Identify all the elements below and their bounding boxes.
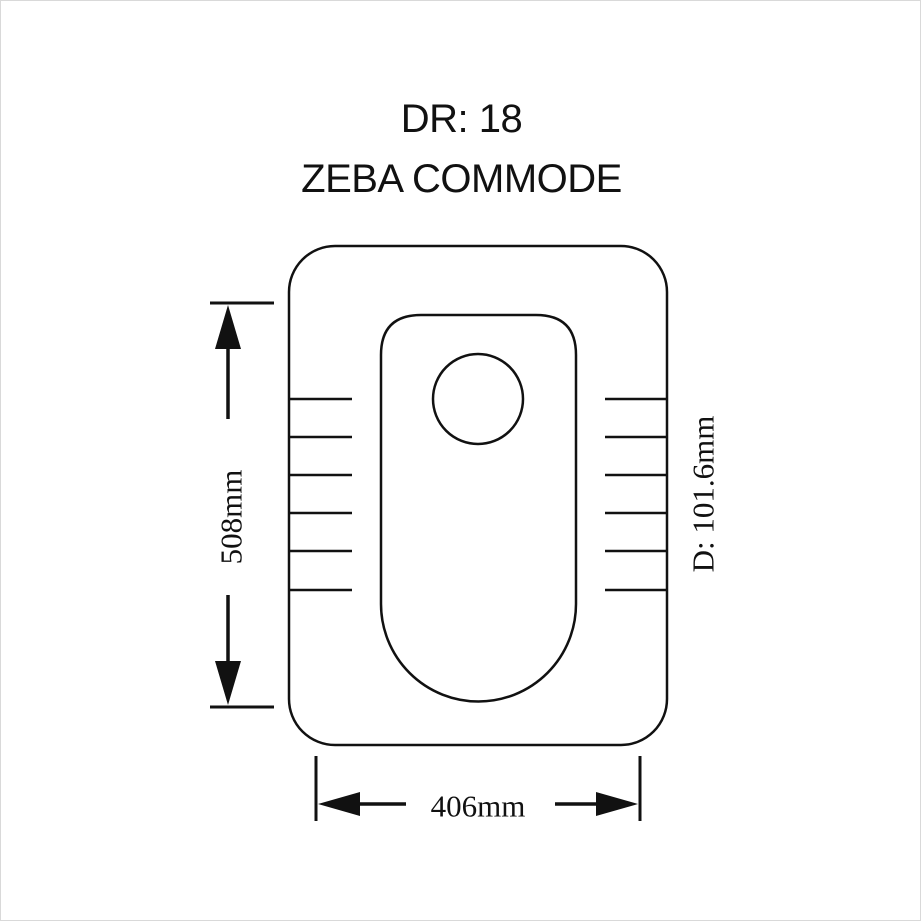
length-arrowhead-bottom xyxy=(215,661,241,705)
width-dimension xyxy=(314,756,642,821)
length-label: 508mm xyxy=(214,470,249,565)
drain-diameter-label: D: 101.6mm xyxy=(686,416,721,573)
width-label: 406mm xyxy=(431,789,526,824)
model-code: DR: 18 xyxy=(400,97,523,141)
outer-body xyxy=(287,244,669,747)
inner-bowl xyxy=(379,313,578,703)
right-grip-lines xyxy=(605,397,667,592)
drain-hole xyxy=(431,352,525,446)
product-name: ZEBA COMMODE xyxy=(301,157,622,201)
width-arrowhead-left xyxy=(318,792,360,816)
left-grip-lines xyxy=(289,397,352,592)
width-arrowhead-right xyxy=(596,792,638,816)
length-dimension xyxy=(210,301,274,709)
length-arrowhead-top xyxy=(215,305,241,349)
